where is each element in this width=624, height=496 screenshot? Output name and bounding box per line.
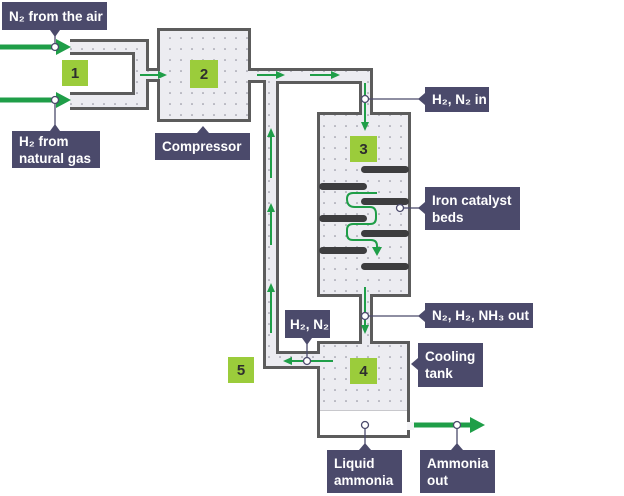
recycle-flow-arrowhead: [283, 357, 292, 365]
catalyst-bed: [361, 166, 409, 173]
iron-catalyst-callout-dot: [395, 203, 405, 213]
label-line: Cooling: [425, 349, 476, 364]
liquid-ammonia-label-pointer: [359, 443, 371, 450]
catalyst-bed: [319, 215, 367, 222]
cooling-tank-label-pointer: [411, 358, 418, 370]
reactor-serpentine-arrowhead: [372, 247, 382, 256]
h2-from-natural-gas-label: H₂ from natural gas: [12, 131, 100, 168]
label-line: H₂, N₂: [290, 316, 329, 332]
tank-outlet-stub: [407, 422, 414, 430]
feed-loop-inner-wall: [70, 52, 135, 95]
catalyst-bed: [361, 263, 409, 270]
catalyst-bed: [319, 247, 367, 254]
step-3-badge: 3: [350, 136, 377, 162]
reactor-serpentine-flow: [345, 192, 378, 249]
n2-from-air-label: N₂ from the air: [2, 2, 107, 30]
h2-feed-arrowhead: [56, 92, 71, 108]
recycle-up-arrowhead: [267, 203, 275, 212]
label-line: beds: [432, 209, 464, 225]
ammonia-out-label-pointer: [451, 443, 463, 450]
top-pipe-flow-arrowhead: [331, 71, 340, 79]
cooling-tank-label: Cooling tank: [418, 343, 483, 387]
h2-callout-dot: [50, 95, 60, 105]
recycle-gases-callout-dot: [302, 356, 312, 366]
catalyst-bed: [361, 230, 409, 237]
step-2-badge: 2: [190, 60, 218, 88]
ammonia-out-arrowhead: [470, 417, 485, 433]
catalyst-bed: [319, 183, 367, 190]
label-line: Iron catalyst: [432, 192, 512, 208]
label-line: N₂ from the air: [9, 8, 103, 24]
label-line: tank: [425, 366, 453, 381]
label-line: natural gas: [19, 150, 92, 166]
flow-arrows: [0, 39, 485, 433]
products-out-label: N₂, H₂, NH₃ out: [425, 303, 533, 328]
recycle-up-arrowhead: [267, 128, 275, 137]
callout-dots: [50, 42, 462, 430]
connector-flow-arrowhead: [158, 71, 167, 79]
reactor-inlet-flow-arrowhead: [361, 122, 369, 131]
pipe-walls: [70, 28, 411, 438]
outer-wall-lower: [70, 79, 410, 438]
n2-feed-arrowhead: [56, 39, 71, 55]
step-1-badge: 1: [62, 60, 88, 86]
n2-callout-dot: [50, 42, 60, 52]
top-pipe-flow-arrowhead: [276, 71, 285, 79]
label-line: out: [427, 472, 448, 488]
ammonia-out-label: Ammonia out: [420, 450, 495, 493]
recycle-gases-label: H₂, N₂: [285, 310, 330, 338]
callout-connectors: [50, 30, 463, 450]
iron-catalyst-beds: [319, 166, 409, 270]
ammonia-out-callout-dot: [452, 420, 462, 430]
compressor-label-pointer: [197, 126, 209, 133]
n2-label-pointer: [50, 30, 60, 37]
label-line: Liquid: [334, 455, 375, 471]
compressor-label: Compressor: [155, 133, 250, 160]
feed-pipe-bottom: [70, 95, 147, 107]
outer-wall-upper: [70, 28, 411, 422]
feed-pipe-top: [70, 42, 147, 53]
products-out-callout-dot: [360, 311, 370, 321]
recycle-gases-label-pointer: [302, 338, 312, 345]
label-line: Compressor: [162, 139, 242, 154]
h2-n2-in-label-pointer: [418, 93, 425, 105]
recycle-up-arrowhead: [267, 283, 275, 292]
label-line: H₂, N₂ in: [432, 92, 487, 107]
catalyst-bed: [361, 198, 409, 205]
products-out-label-pointer: [418, 310, 425, 322]
reactor-outlet-flow-arrowhead: [361, 325, 369, 334]
h2-n2-in-label: H₂, N₂ in: [425, 87, 489, 112]
step-4-badge: 4: [350, 358, 377, 384]
label-line: H₂ from: [19, 133, 69, 149]
label-line: N₂, H₂, NH₃ out: [432, 308, 529, 323]
iron-catalyst-label-pointer: [418, 202, 425, 214]
h2-n2-in-callout-dot: [360, 94, 370, 104]
iron-catalyst-beds-label: Iron catalyst beds: [425, 187, 520, 230]
label-line: Ammonia: [427, 455, 489, 471]
h2-label-pointer: [50, 124, 60, 131]
liquid-ammonia-label: Liquid ammonia: [327, 450, 402, 493]
label-line: ammonia: [334, 472, 394, 488]
top-pipe: [248, 70, 370, 81]
step-5-badge: 5: [228, 357, 254, 383]
inner-wall-circuit: [276, 81, 362, 354]
liquid-ammonia-callout-dot: [360, 420, 370, 430]
